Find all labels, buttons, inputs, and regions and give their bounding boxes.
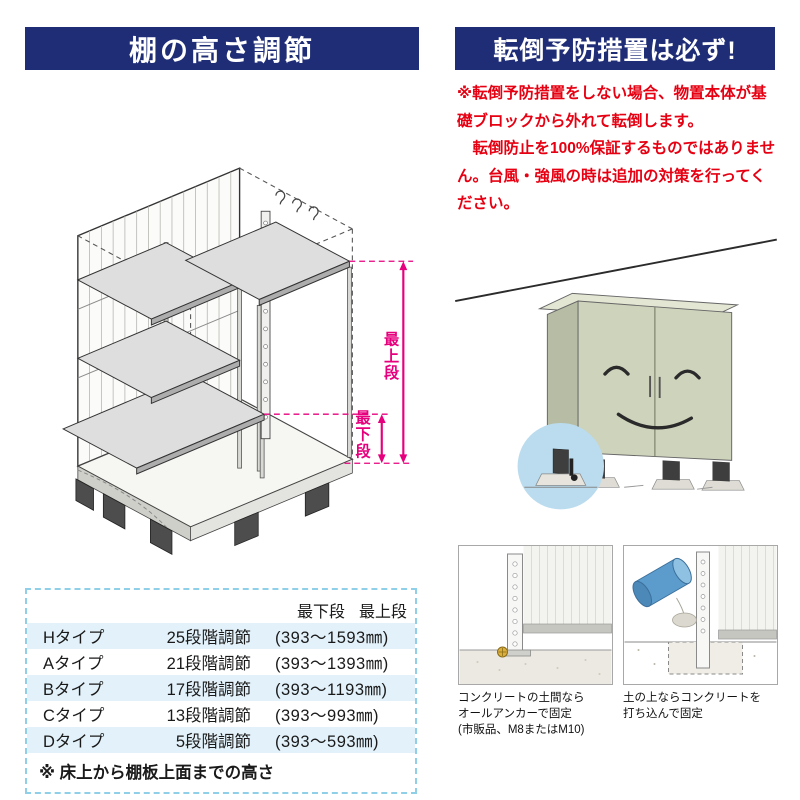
anchored-shed-illustration	[455, 230, 777, 518]
dimension-arrows: 最上段 最下段	[264, 260, 414, 464]
ground-slope-line	[455, 238, 777, 302]
base-feet	[75, 478, 330, 556]
steps-cell: 25段階調節	[166, 629, 251, 647]
type-cell: Hタイプ	[43, 629, 105, 647]
shelf-height-diagram: 最上段 最下段	[18, 74, 422, 574]
right-panel-title: 転倒予防措置は必ず!	[493, 36, 737, 65]
range-cell: (393〜1193㎜)	[275, 681, 388, 699]
shelf-boards	[61, 221, 351, 475]
concrete-anchor-drawing	[458, 545, 613, 685]
table-row: Aタイプ 21段階調節 (393〜1393㎜)	[27, 649, 415, 675]
table-row: Cタイプ 13段階調節 (393〜993㎜)	[27, 701, 415, 727]
figure-caption: 土の上ならコンクリートを 打ち込んで固定	[623, 692, 761, 721]
dim-label-bottom-shelf: 最下段	[356, 409, 372, 460]
left-panel-header: 棚の高さ調節	[25, 27, 419, 70]
figure-caption: コンクリートの土間なら オールアンカーで固定 (市販品、M8またはM10)	[458, 692, 585, 737]
range-cell: (393〜993㎜)	[275, 707, 380, 725]
anchoring-method-figures: コンクリートの土間なら オールアンカーで固定 (市販品、M8またはM10)	[458, 545, 780, 738]
shed-floor	[76, 397, 354, 542]
anchor-bolt-icon	[497, 646, 508, 658]
table-row: Dタイプ 5段階調節 (393〜593㎜)	[27, 727, 415, 753]
shed-shelf-isometric-drawing: 最上段 最下段	[61, 167, 414, 556]
range-cell: (393〜1593㎜)	[275, 629, 389, 647]
col-header-min: 最下段	[297, 604, 346, 621]
shed-body	[537, 292, 740, 463]
type-cell: Aタイプ	[43, 655, 104, 673]
type-cell: Bタイプ	[43, 681, 104, 699]
figure-anchor-concrete: コンクリートの土間なら オールアンカーで固定 (市販品、M8またはM10)	[458, 545, 613, 738]
left-panel-title: 棚の高さ調節	[128, 34, 315, 66]
smiley-shed-drawing	[455, 238, 777, 510]
right-panel-header: 転倒予防措置は必ず!	[455, 27, 775, 70]
shelf-spec-table: 最下段 最上段 Hタイプ 25段階調節 (393〜1593㎜) Aタイプ 21段…	[25, 588, 417, 794]
steps-cell: 13段階調節	[166, 707, 251, 725]
steps-cell: 21段階調節	[166, 655, 251, 673]
smiley-face-icon	[603, 365, 701, 430]
anchor-highlight-circle	[517, 422, 604, 510]
soil-concrete-drawing	[623, 545, 778, 685]
table-row: Bタイプ 17段階調節 (393〜1193㎜)	[27, 675, 415, 701]
range-cell: (393〜593㎜)	[275, 733, 380, 751]
concrete-cylinder-icon	[632, 557, 692, 608]
type-cell: Dタイプ	[43, 733, 105, 751]
steps-cell: 5段階調節	[175, 733, 251, 751]
table-footnote: ※ 床上から棚板上面までの高さ	[39, 764, 275, 782]
figure-anchor-soil: 土の上ならコンクリートを 打ち込んで固定	[623, 545, 778, 738]
spec-table-header: 最下段 最上段	[27, 597, 415, 623]
type-cell: Cタイプ	[43, 707, 105, 725]
col-header-max: 最上段	[359, 604, 408, 621]
range-cell: (393〜1393㎜)	[275, 655, 389, 673]
table-row: Hタイプ 25段階調節 (393〜1593㎜)	[27, 623, 415, 649]
hanger-hooks-icon	[275, 190, 319, 221]
tipover-warning-text: ※転倒予防措置をしない場合、物置本体が基礎ブロックから外れて転倒します。 転倒防…	[457, 85, 776, 213]
steps-cell: 17段階調節	[166, 681, 251, 699]
dim-label-top-shelf: 最上段	[384, 331, 400, 382]
